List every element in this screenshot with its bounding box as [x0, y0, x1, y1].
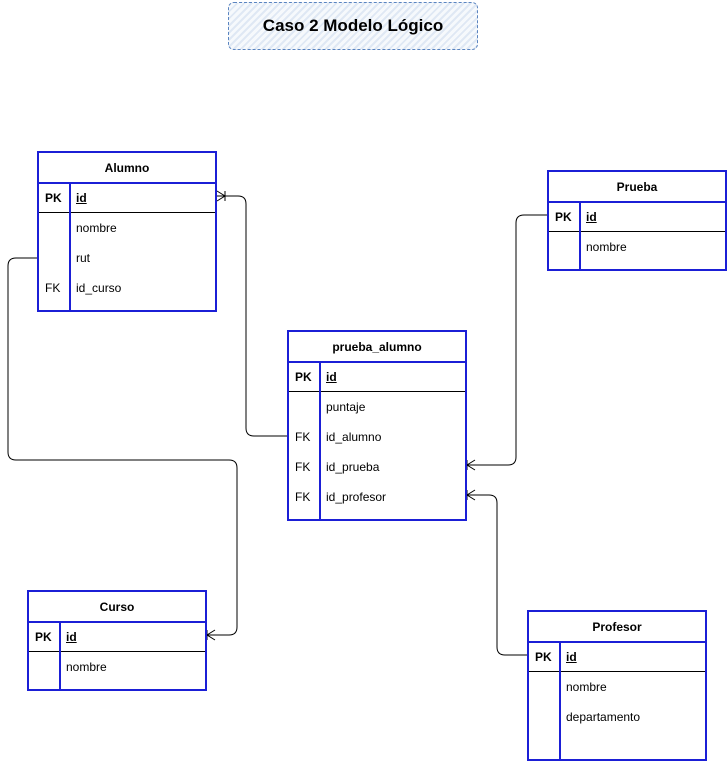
entity-profesor-pk-row[interactable]: PK id [529, 643, 705, 672]
entity-prueba-alumno-row[interactable]: FK id_alumno [289, 422, 465, 452]
crowsfoot-alumno [216, 190, 226, 202]
diagram-title: Caso 2 Modelo Lógico [262, 16, 444, 35]
key-divider [59, 621, 61, 689]
key-label [535, 672, 559, 702]
key-divider [579, 201, 581, 269]
pk-label: PK [295, 370, 312, 384]
key-label [535, 702, 559, 732]
entity-alumno-row[interactable]: rut [39, 243, 215, 273]
entity-prueba-alumno-row[interactable]: puntaje [289, 392, 465, 422]
connector-alumno-curso [7, 257, 238, 636]
entity-prueba-row[interactable]: nombre [549, 232, 725, 262]
pk-label: PK [555, 210, 572, 224]
entity-prueba-alumno-pk-row[interactable]: PK id [289, 363, 465, 392]
key-divider [319, 361, 321, 519]
entity-profesor-row[interactable]: departamento [529, 702, 705, 732]
pk-label: PK [535, 650, 552, 664]
entity-curso-header: Curso [29, 592, 205, 623]
pk-field: id [586, 210, 597, 224]
field-name: departamento [566, 710, 641, 724]
field-name: id_curso [76, 281, 122, 295]
field-name: rut [76, 251, 91, 265]
entity-profesor-row[interactable]: nombre [529, 672, 705, 702]
entity-alumno[interactable]: Alumno PK id nombre rut FK id_curso [37, 151, 217, 312]
entity-prueba[interactable]: Prueba PK id nombre [547, 170, 727, 271]
field-name: puntaje [326, 400, 366, 414]
entity-prueba-pk-row[interactable]: PK id [549, 203, 725, 232]
entity-prueba-alumno[interactable]: prueba_alumno PK id puntaje FK id_alumno… [287, 330, 467, 521]
field-name: id_alumno [326, 430, 382, 444]
pk-field: id [326, 370, 337, 384]
field-name: id_prueba [326, 460, 380, 474]
crowsfoot-prueba-alumno-profesor [466, 489, 476, 501]
entity-alumno-pk-row[interactable]: PK id [39, 184, 215, 213]
key-divider [559, 641, 561, 759]
entity-curso-row[interactable]: nombre [29, 652, 205, 682]
key-label [35, 652, 59, 682]
fk-label: FK [295, 490, 311, 504]
fk-label: FK [295, 460, 311, 474]
connector-alumno-prueba-alumno [217, 195, 288, 437]
pk-label: PK [45, 191, 62, 205]
entity-prueba-alumno-header: prueba_alumno [289, 332, 465, 363]
entity-prueba-alumno-row[interactable]: FK id_profesor [289, 482, 465, 512]
field-name: nombre [76, 221, 117, 235]
key-divider [69, 182, 71, 310]
field-name: nombre [66, 660, 107, 674]
entity-curso[interactable]: Curso PK id nombre [27, 590, 207, 691]
connector-prueba-prueba-alumno [467, 214, 547, 466]
fk-label: FK [295, 430, 311, 444]
field-name: nombre [586, 240, 627, 254]
crowsfoot-curso [206, 629, 216, 641]
entity-profesor[interactable]: Profesor PK id nombre departamento [527, 610, 707, 761]
entity-alumno-row[interactable]: nombre [39, 213, 215, 243]
key-label [295, 392, 319, 422]
pk-label: PK [35, 630, 52, 644]
entity-alumno-row[interactable]: FK id_curso [39, 273, 215, 303]
key-label [45, 243, 69, 273]
entity-profesor-header: Profesor [529, 612, 705, 643]
fk-label: FK [45, 281, 61, 295]
pk-field: id [66, 630, 77, 644]
connector-profesor-prueba-alumno [467, 494, 527, 656]
crowsfoot-prueba-alumno-prueba [466, 459, 476, 471]
pk-field: id [76, 191, 87, 205]
pk-field: id [566, 650, 577, 664]
key-label [45, 213, 69, 243]
diagram-title-box: Caso 2 Modelo Lógico [228, 2, 478, 50]
field-name: id_profesor [326, 490, 387, 504]
entity-prueba-header: Prueba [549, 172, 725, 203]
entity-prueba-alumno-row[interactable]: FK id_prueba [289, 452, 465, 482]
field-name: nombre [566, 680, 607, 694]
entity-alumno-header: Alumno [39, 153, 215, 184]
key-label [555, 232, 579, 262]
entity-curso-pk-row[interactable]: PK id [29, 623, 205, 652]
